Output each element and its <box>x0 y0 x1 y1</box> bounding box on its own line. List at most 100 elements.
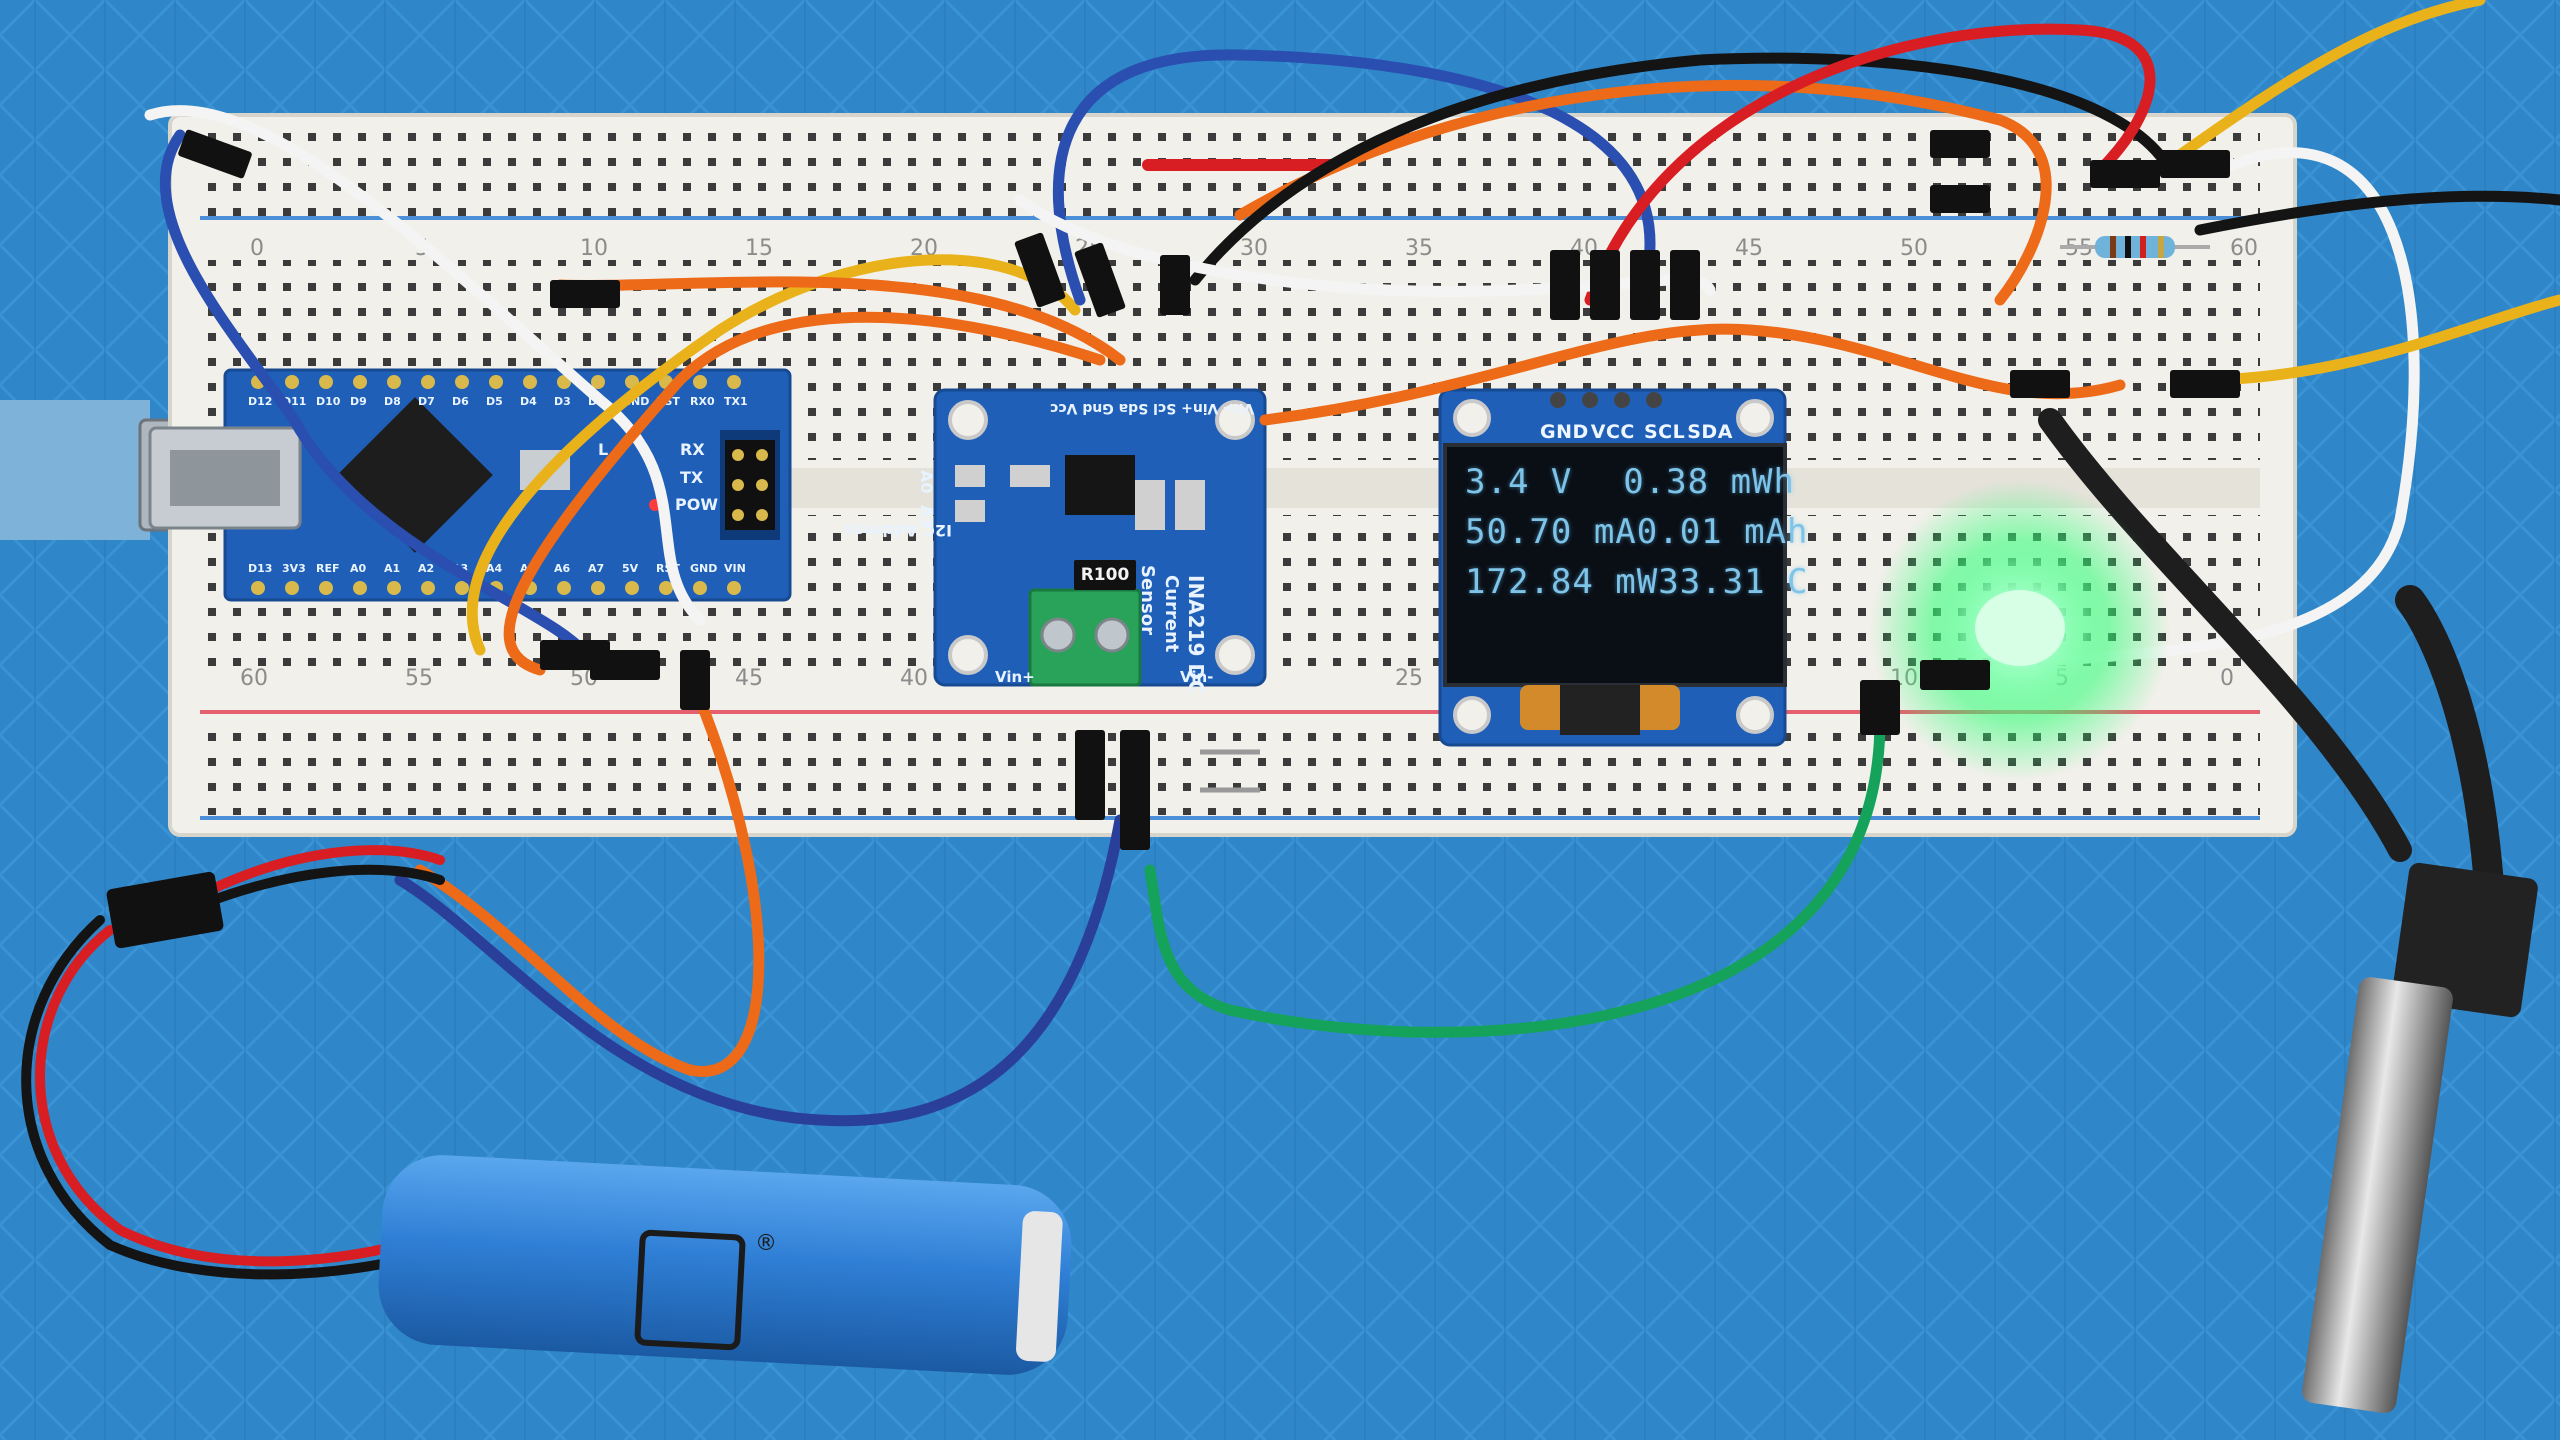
ina219-screw-terminal[interactable] <box>1028 588 1142 687</box>
ina219-a1-label: A1 <box>917 505 936 529</box>
nano-pin <box>591 581 605 595</box>
resistor <box>2060 236 2210 258</box>
nano-pin-label: REF <box>316 562 340 575</box>
oled-temperature-value: 33.31 C <box>1658 562 1809 602</box>
nano-pin-label: D8 <box>384 395 401 408</box>
battery-cell: ® <box>378 1155 1072 1375</box>
nano-pin-label: D5 <box>486 395 503 408</box>
ina219-pin-labels: Vin- Vin+ Scl Sda Gnd Vcc <box>1050 400 1255 416</box>
wire-orange-3 <box>414 694 765 1077</box>
nano-pin <box>251 581 265 595</box>
wire-yellow-3 <box>2174 0 2486 161</box>
wire-green-1 <box>1144 714 1886 1038</box>
nano-pin-label: D7 <box>418 395 435 408</box>
ina219-module <box>933 388 1267 687</box>
nano-led-label-pow: POW <box>675 495 718 514</box>
nano-pin-label: D10 <box>316 395 341 408</box>
wire-black-2 <box>2194 190 2560 236</box>
nano-pin <box>557 581 571 595</box>
nano-pin <box>353 375 367 389</box>
nano-pin <box>625 581 639 595</box>
breadboard-column-number: 50 <box>1900 236 1928 261</box>
nano-pin <box>421 375 435 389</box>
oled-screen <box>1443 443 1787 687</box>
nano-pin-label: D6 <box>452 395 469 408</box>
nano-led-label-tx: TX <box>680 468 704 487</box>
oled-voltage-value: 3.4 V <box>1465 462 1573 502</box>
nano-pin <box>285 581 299 595</box>
battery-connector <box>106 871 224 949</box>
nano-pin-label: A4 <box>486 562 503 575</box>
breadboard-column-number: 55 <box>405 666 433 691</box>
wire-red-1 <box>1584 23 2156 306</box>
breadboard-column-number: 45 <box>1735 236 1763 261</box>
nano-pin <box>285 375 299 389</box>
nano-pin <box>455 375 469 389</box>
nano-led-label-rx: RX <box>680 440 705 459</box>
wire-white-1 <box>144 105 706 626</box>
oled-row-voltage: 3.4 V 0.38 mWh <box>1465 462 1795 502</box>
ina219-chip <box>1065 455 1135 515</box>
nano-pin-label: VIN <box>724 562 746 575</box>
oled-pin-scl: SCL <box>1644 421 1686 443</box>
temperature-probe <box>2038 408 2538 1414</box>
wire-orange-1 <box>554 276 1126 366</box>
usb-cable <box>0 400 150 540</box>
nano-pin-label: D12 <box>248 395 272 408</box>
nano-pin-label: TX1 <box>724 395 748 408</box>
nano-pin <box>353 581 367 595</box>
battery-logo <box>634 1229 746 1351</box>
nano-pin-label: A1 <box>384 562 400 575</box>
nano-pin <box>727 581 741 595</box>
wire-orange-2 <box>503 311 1106 676</box>
nano-led-label-l: L <box>598 440 609 459</box>
nano-pin-label: A7 <box>588 562 604 575</box>
battery-leads <box>21 845 445 1280</box>
breadboard-column-number: 30 <box>1240 236 1268 261</box>
nano-pin <box>387 375 401 389</box>
nano-icsp-header <box>725 440 775 530</box>
oled-charge-mah: 0.01 mAh <box>1636 512 1809 552</box>
wire-orange-4 <box>1234 79 2052 306</box>
breadboard-column-number: 25 <box>1395 666 1423 691</box>
oled-row-power: 172.84 mW 33.31 C <box>1465 562 1808 602</box>
nano-pin <box>727 375 741 389</box>
jumper-wires <box>144 0 2560 1127</box>
wire-black-1 <box>1189 52 2176 286</box>
battery-trademark: ® <box>755 1231 777 1256</box>
nano-pin-label: A0 <box>350 562 367 575</box>
nano-pin <box>319 375 333 389</box>
nano-pin-label: D9 <box>350 395 367 408</box>
oled-pin-sda: SDA <box>1687 421 1733 443</box>
nano-pin-label: GND <box>690 562 717 575</box>
ina219-vin-plus-label: Vin+ <box>995 668 1035 686</box>
probe-steel-tube <box>2302 977 2453 1414</box>
breadboard-column-number: 0 <box>250 236 264 261</box>
green-led <box>1870 480 2170 780</box>
nano-pin <box>693 581 707 595</box>
ina219-vin-minus-label: Vin- <box>1180 668 1214 686</box>
wire-blue-1 <box>159 129 596 666</box>
breadboard-column-number: 60 <box>240 666 268 691</box>
breadboard-column-number: 15 <box>745 236 773 261</box>
oled-row-current: 50.70 mA 0.01 mAh <box>1465 512 1808 552</box>
nano-pin <box>489 375 503 389</box>
nano-pin <box>693 375 707 389</box>
breadboard-column-number: 60 <box>2230 236 2258 261</box>
oled-pin-gnd: GND <box>1540 421 1589 443</box>
oled-power-value: 172.84 mW <box>1465 562 1659 602</box>
nano-pin-label: D4 <box>520 395 537 408</box>
breadboard-column-number: 10 <box>580 236 608 261</box>
ina219-subtitle-current: Current <box>1161 575 1182 653</box>
nano-pin <box>319 581 333 595</box>
wire-blue-2 <box>394 814 1126 1127</box>
oled-pin-vcc: VCC <box>1590 421 1635 443</box>
nano-pin-label: 3V3 <box>282 562 306 575</box>
nano-pin <box>523 375 537 389</box>
breadboard-column-number: 40 <box>900 666 928 691</box>
nano-pin-label: 5V <box>622 562 639 575</box>
